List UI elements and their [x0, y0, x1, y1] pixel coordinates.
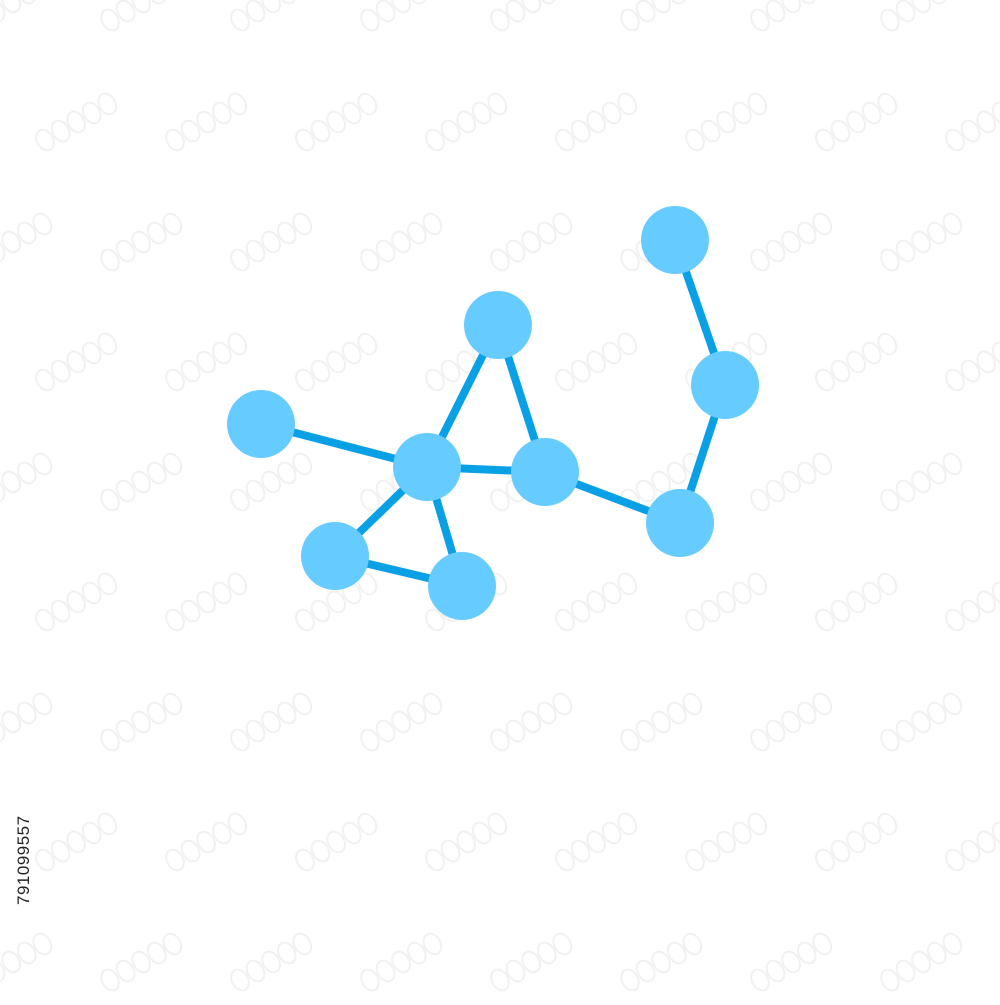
atom-node: [691, 351, 759, 419]
atom-node: [646, 489, 714, 557]
atom-node: [301, 522, 369, 590]
atom-node: [428, 552, 496, 620]
atom-node: [641, 206, 709, 274]
atom-node: [227, 390, 295, 458]
atom-node: [393, 433, 461, 501]
atom-node: [511, 438, 579, 506]
nodes-group: [227, 206, 759, 620]
atom-node: [464, 291, 532, 359]
stock-id-label: 791099557: [14, 815, 33, 905]
